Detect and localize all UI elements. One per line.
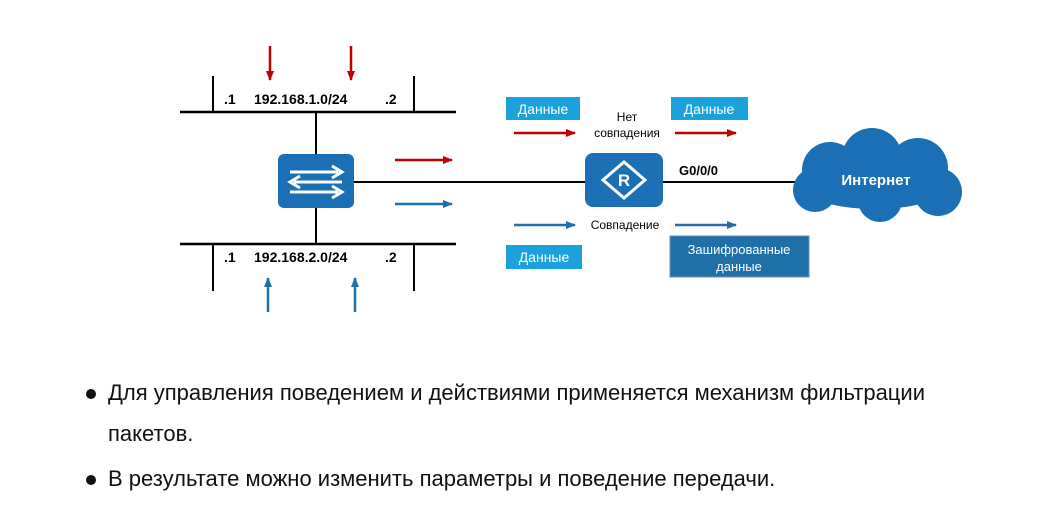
router-icon: R — [585, 153, 663, 207]
router-interface-label: G0/0/0 — [679, 163, 718, 178]
network-diagram: .1 192.168.1.0/24 .2 .1 192.168.2.0/24 .… — [180, 46, 962, 312]
bullet-item: Для управления поведением и действиями п… — [86, 372, 1016, 454]
top-host2-label: .2 — [385, 91, 397, 107]
cloud-label: Интернет — [841, 172, 910, 189]
data-box-nomatch-left — [506, 97, 580, 120]
bottom-host2-label: .2 — [385, 249, 397, 265]
data-box-match-left-label: Данные — [519, 249, 570, 265]
switch-icon — [278, 154, 354, 208]
bottom-host1-label: .1 — [224, 249, 236, 265]
data-box-nomatch-right-label: Данные — [684, 101, 735, 117]
bullet-text: Для управления поведением и действиями п… — [108, 380, 925, 446]
data-box-nomatch-left-label: Данные — [518, 101, 569, 117]
encrypted-data-box — [669, 235, 810, 278]
bullet-dot-icon — [86, 475, 96, 485]
top-subnet-label: 192.168.1.0/24 — [254, 91, 348, 107]
router-letter: R — [618, 171, 630, 190]
top-host1-label: .1 — [224, 91, 236, 107]
nomatch-label-line2: совпадения — [594, 126, 660, 140]
encrypted-label-line2: данные — [716, 259, 762, 274]
bullet-item: В результате можно изменить параметры и … — [86, 458, 1016, 499]
data-box-match-left — [506, 245, 582, 269]
bullet-dot-icon — [86, 389, 96, 399]
nomatch-label-line1: Нет — [617, 110, 638, 124]
bullet-list: Для управления поведением и действиями п… — [86, 372, 1016, 499]
data-box-nomatch-right — [671, 97, 748, 120]
bullet-text: В результате можно изменить параметры и … — [108, 466, 776, 491]
bottom-subnet-label: 192.168.2.0/24 — [254, 249, 348, 265]
match-label: Совпадение — [591, 218, 660, 232]
encrypted-label-line1: Зашифрованные — [688, 242, 791, 257]
cloud-icon: Интернет — [793, 128, 962, 222]
